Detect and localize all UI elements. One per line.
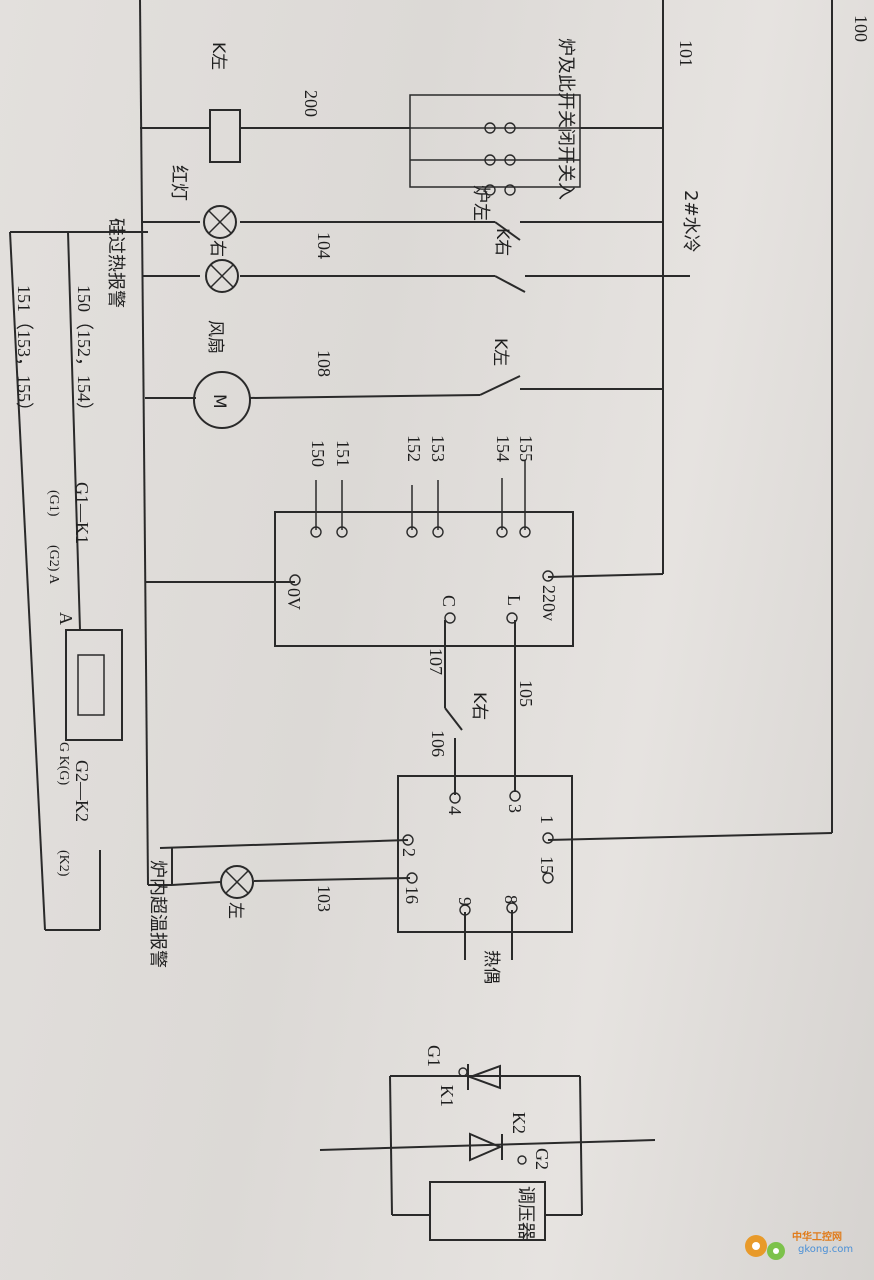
- meter-pin-8: 8: [501, 895, 521, 904]
- label-k-right-switch-2: K右: [469, 692, 489, 720]
- note-furnace-alarm: 炉内超温报警: [147, 860, 168, 968]
- label-151-group: 151（153，155）: [14, 285, 34, 420]
- right-lamp: [205, 259, 239, 293]
- note-g2: G K(G): [56, 742, 71, 785]
- label-153: 153: [428, 435, 448, 462]
- label-fan: 风扇: [205, 320, 225, 354]
- label-motor: M: [209, 394, 229, 409]
- ganged-switch: [409, 94, 581, 196]
- note-g1: (G1): [46, 490, 61, 517]
- label-0v: 0V: [284, 588, 304, 610]
- label-left-lamp: 左: [225, 902, 245, 919]
- note-k2: (K2): [56, 850, 71, 877]
- left-lamp: [220, 865, 254, 899]
- note-k1: (G2) A: [46, 545, 61, 585]
- note-red-lamp: 红灯: [168, 165, 189, 201]
- alarm-relay: [65, 629, 123, 741]
- label-pin-a: A: [56, 612, 76, 625]
- label-220v: 220v: [539, 585, 559, 621]
- label-200: 200: [301, 90, 321, 117]
- label-154: 154: [493, 435, 513, 462]
- meter-pin-2: 2: [399, 848, 419, 857]
- meter-pin-15: 15: [537, 856, 557, 874]
- main-wiring: [9, 0, 833, 960]
- label-G1: G1: [424, 1045, 444, 1067]
- meter-pin-4: 4: [445, 806, 465, 815]
- red-lamp: [203, 205, 237, 239]
- note-water-cooling: 2#水冷: [680, 190, 701, 253]
- label-155: 155: [516, 435, 536, 462]
- label-voltage-regulator: 调压器: [515, 1186, 536, 1240]
- note-silicon-alarm: 硅过热报警: [105, 218, 126, 308]
- note-furnace-left: 炉左: [470, 185, 491, 221]
- label-K2: K2: [509, 1112, 529, 1134]
- thyristor-assembly: [319, 1064, 656, 1241]
- label-108: 108: [314, 350, 334, 377]
- label-C: C: [439, 595, 459, 607]
- watermark-site: 中华工控网: [792, 1232, 842, 1243]
- temperature-meter: [397, 775, 573, 933]
- label-k-right-switch: K右: [492, 228, 512, 256]
- label-103: 103: [314, 885, 334, 912]
- label-100: 100: [851, 15, 871, 42]
- label-G2: G2: [532, 1148, 552, 1170]
- label-152: 152: [404, 435, 424, 462]
- fan-motor: [193, 371, 251, 429]
- label-104: 104: [314, 232, 334, 259]
- label-thermocouple: 热偶: [481, 950, 501, 984]
- meter-pin-9: 9: [455, 897, 475, 906]
- label-g1k1: G1—K1: [72, 482, 92, 544]
- label-151: 151: [333, 440, 353, 467]
- watermark-domain: gkong.com: [798, 1244, 854, 1255]
- label-101: 101: [676, 40, 696, 67]
- label-g2k2: G2—K2: [72, 760, 92, 822]
- temperature-controller: [274, 460, 574, 647]
- label-k-left-coil: K左: [208, 42, 228, 70]
- watermark-logo: [745, 1235, 785, 1260]
- meter-pin-3: 3: [505, 804, 525, 813]
- label-150: 150: [308, 440, 328, 467]
- label-106: 106: [428, 730, 448, 757]
- label-k-left-switch: K左: [490, 338, 510, 366]
- note-switch: 炉及此开关闭开关入: [555, 38, 576, 200]
- meter-pin-16: 16: [402, 886, 422, 904]
- label-105: 105: [516, 680, 536, 707]
- label-107: 107: [426, 648, 446, 675]
- label-K1: K1: [437, 1085, 457, 1107]
- label-150-group: 150（152，154）: [74, 285, 94, 420]
- k-left-coil: [209, 109, 241, 163]
- label-L: L: [504, 595, 524, 606]
- meter-pin-1: 1: [537, 815, 557, 824]
- label-right-lamp: 右: [207, 240, 227, 257]
